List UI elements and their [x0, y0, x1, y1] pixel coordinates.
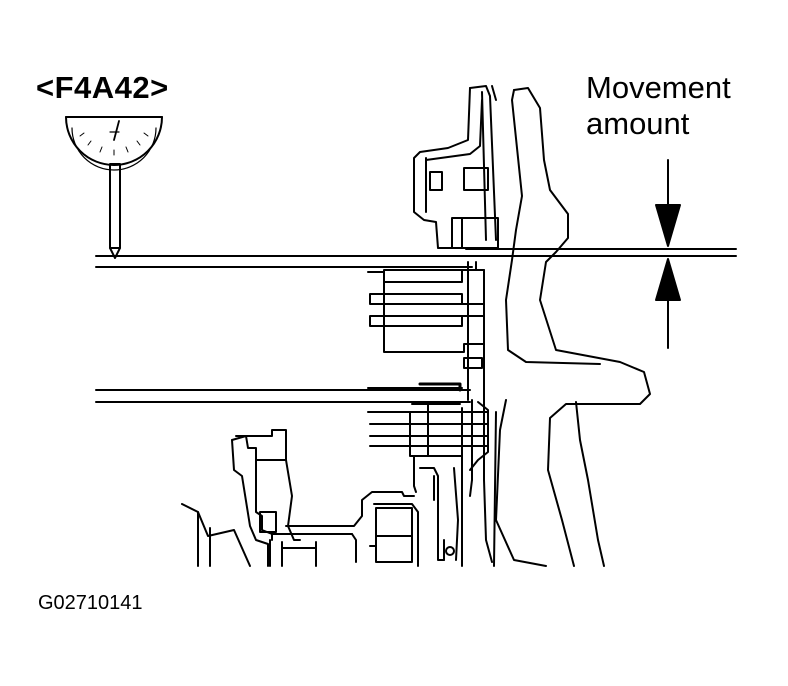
- dial-gauge-icon: [66, 117, 162, 258]
- figure-id: G02710141: [38, 592, 143, 614]
- lower-right-components: [414, 456, 492, 566]
- movement-amount-label-line1: Movement: [586, 70, 731, 105]
- movement-arrows-icon: [656, 160, 680, 348]
- shaft-lines: [96, 249, 736, 402]
- model-label: <F4A42>: [36, 70, 169, 105]
- lower-hub: [182, 430, 418, 566]
- clutch-drum: [492, 86, 650, 566]
- clutch-plates-upper: [368, 262, 484, 480]
- lower-drum-lines: [494, 412, 496, 566]
- movement-amount-label-line2: amount: [586, 106, 690, 141]
- clutch-plates-lower: [368, 384, 488, 470]
- upper-retainer: [414, 86, 498, 248]
